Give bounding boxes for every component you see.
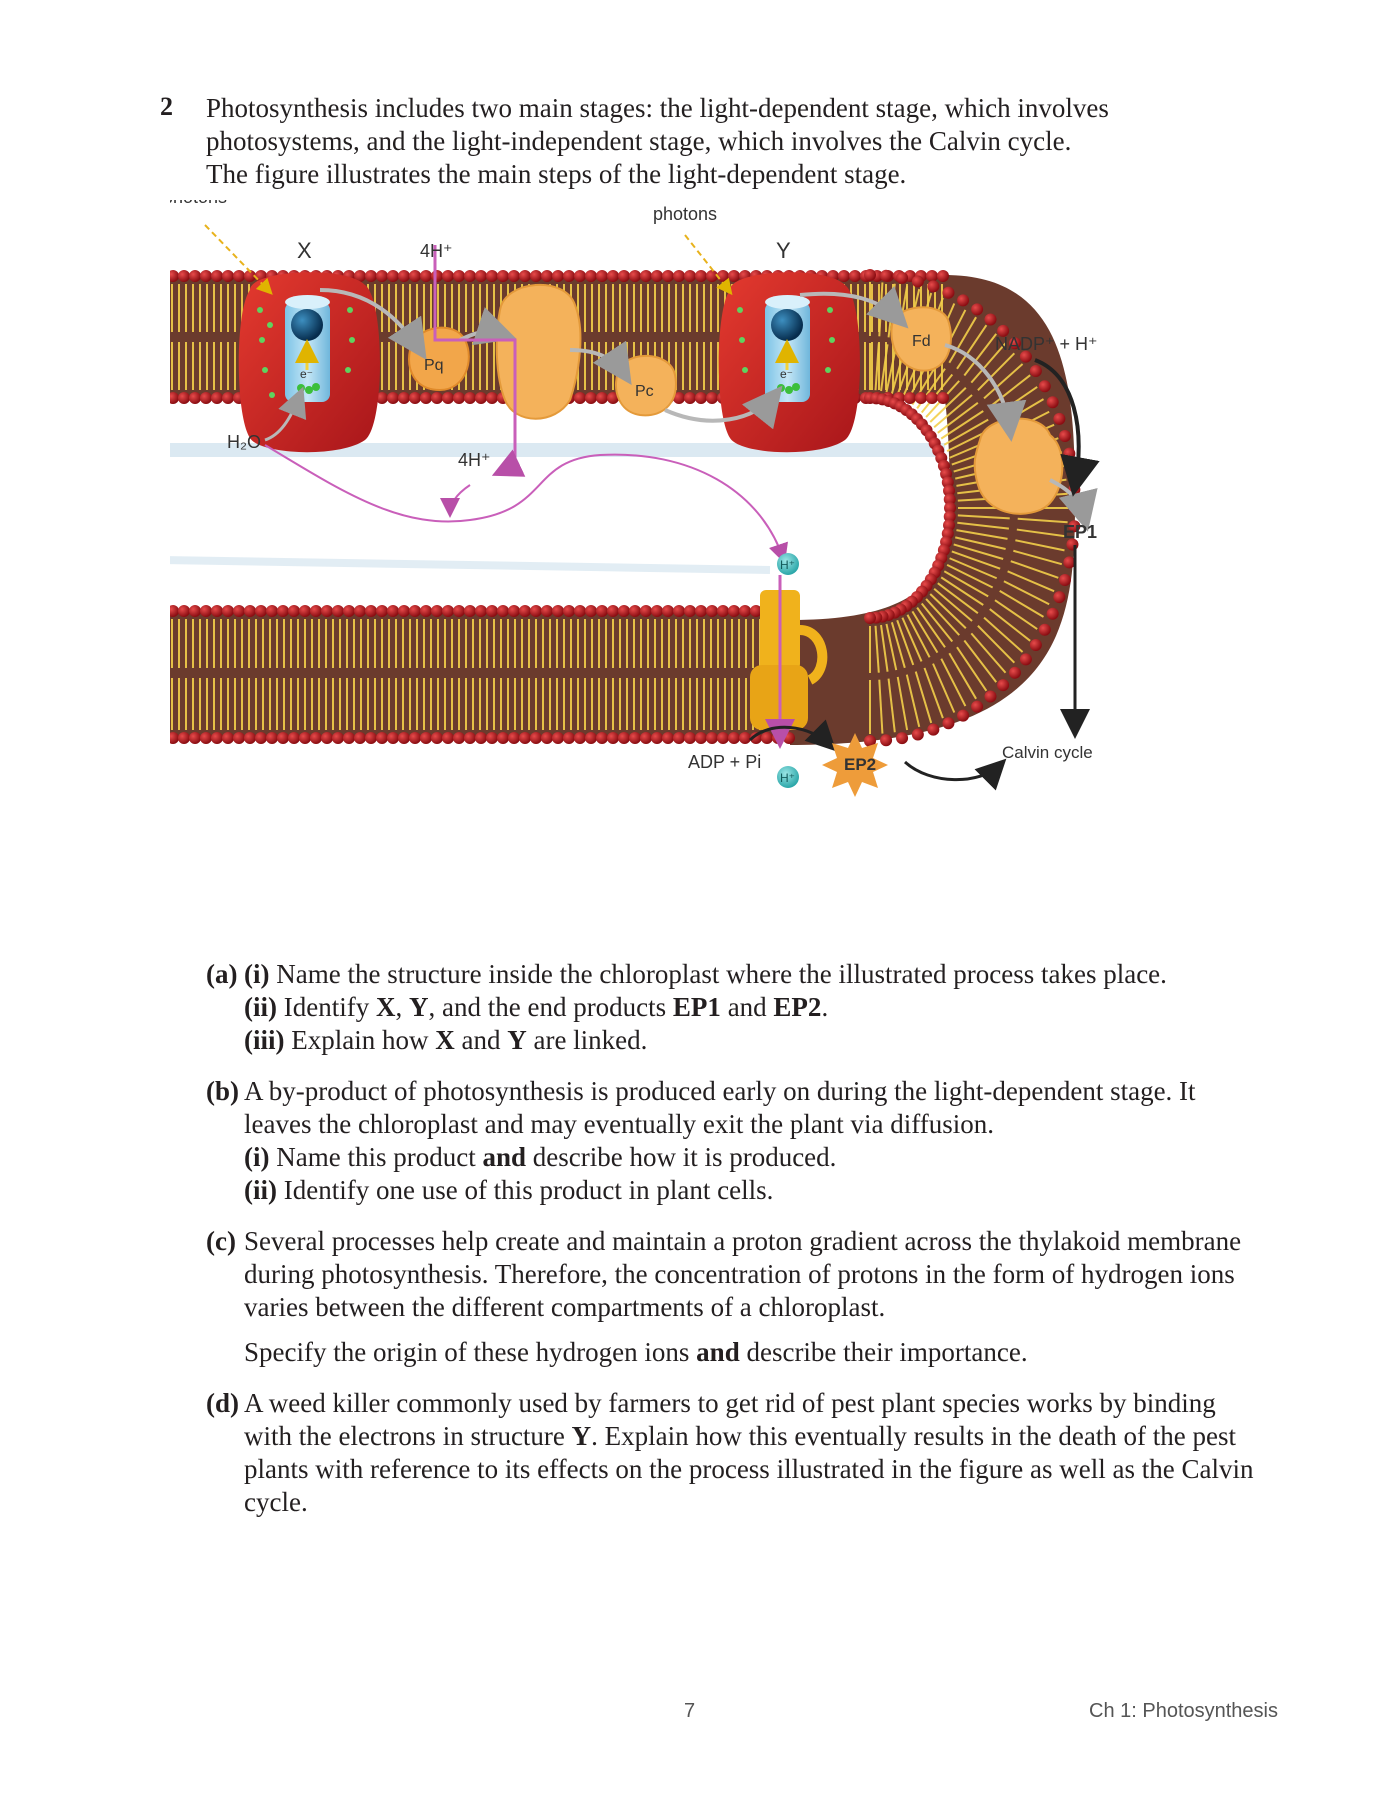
intro-line: The figure illustrates the main steps of… [206,159,907,189]
part-line: plants with reference to its effects on … [244,1454,1254,1484]
h-ion-bottom-label: H⁺ [780,771,795,785]
fd-label: Fd [912,333,931,350]
part-line: cycle. [244,1487,308,1517]
part-label: (b) [206,1076,239,1106]
part-line: A by-product of photosynthesis is produc… [244,1076,1196,1106]
question-part: (c) Several processes help create and mai… [206,1225,1326,1369]
photons-mid-label: photons [653,204,717,224]
part-label: (c) [206,1226,236,1256]
photosystem-y [718,272,860,453]
water-label: H₂O [227,432,261,452]
question-intro: Photosynthesis includes two main stages:… [206,92,1306,191]
h4-top-label: 4H⁺ [420,241,453,261]
part-line: (i) Name the structure inside the chloro… [244,959,1167,989]
part-line: during photosynthesis. Therefore, the co… [244,1259,1235,1289]
part-line: (iii) Explain how X and Y are linked. [244,1025,648,1055]
question-part: (d)A weed killer commonly used by farmer… [206,1387,1326,1519]
question-part: (a)(i) Name the structure inside the chl… [206,958,1326,1057]
part-line: with the electrons in structure Y. Expla… [244,1421,1237,1451]
part-line: Several processes help create and mainta… [244,1226,1242,1256]
part-line: Specify the origin of these hydrogen ion… [244,1337,1028,1367]
adp-label: ADP + Pi [688,752,761,772]
ep1-label: EP1 [1063,522,1097,542]
part-line: leaves the chloroplast and may eventuall… [244,1109,995,1139]
part-line: (i) Name this product and describe how i… [244,1142,837,1172]
ep2-label: EP2 [844,755,876,774]
part-line: varies between the different compartment… [244,1292,886,1322]
calvin-cycle-label: Calvin cycle [1002,743,1093,762]
part-line: A weed killer commonly used by farmers t… [244,1388,1216,1418]
ep2-burst [822,733,888,797]
question-parts: (a)(i) Name the structure inside the chl… [206,958,1326,1537]
intro-line: photosystems, and the light-independent … [206,126,1072,156]
part-label: (a) [206,959,238,989]
intro-line: Photosynthesis includes two main stages:… [206,93,1109,123]
electron-left-label: e⁻ [300,367,313,381]
photons-left-label: photons [170,200,227,207]
pc-label: Pc [635,383,654,400]
question-part: (b)A by-product of photosynthesis is pro… [206,1075,1326,1207]
question-number: 2 [160,92,173,121]
nadp-reductase [973,417,1064,515]
h4-mid-label: 4H⁺ [458,450,491,470]
photosystem-x [238,272,380,453]
page-number: 7 [684,1700,696,1722]
part-label: (d) [206,1388,239,1418]
cytochrome-complex [495,284,582,420]
part-line: (ii) Identify X, Y, and the end products… [244,992,829,1022]
x-label: X [297,238,312,263]
part-line: (ii) Identify one use of this product in… [244,1175,774,1205]
chapter-footer: Ch 1: Photosynthesis [1089,1700,1278,1722]
thylakoid-membrane-diagram: photons photons X Y 4H⁺ 4H⁺ Pq Pc Fd e⁻ … [170,200,1100,797]
pq-label: Pq [424,357,444,374]
y-label: Y [776,238,791,263]
electron-right-label: e⁻ [780,367,793,381]
nadp-label: NADP⁺ + H⁺ [995,334,1098,354]
atp-synthase [750,575,828,749]
h-ion-top-label: H⁺ [780,558,795,572]
